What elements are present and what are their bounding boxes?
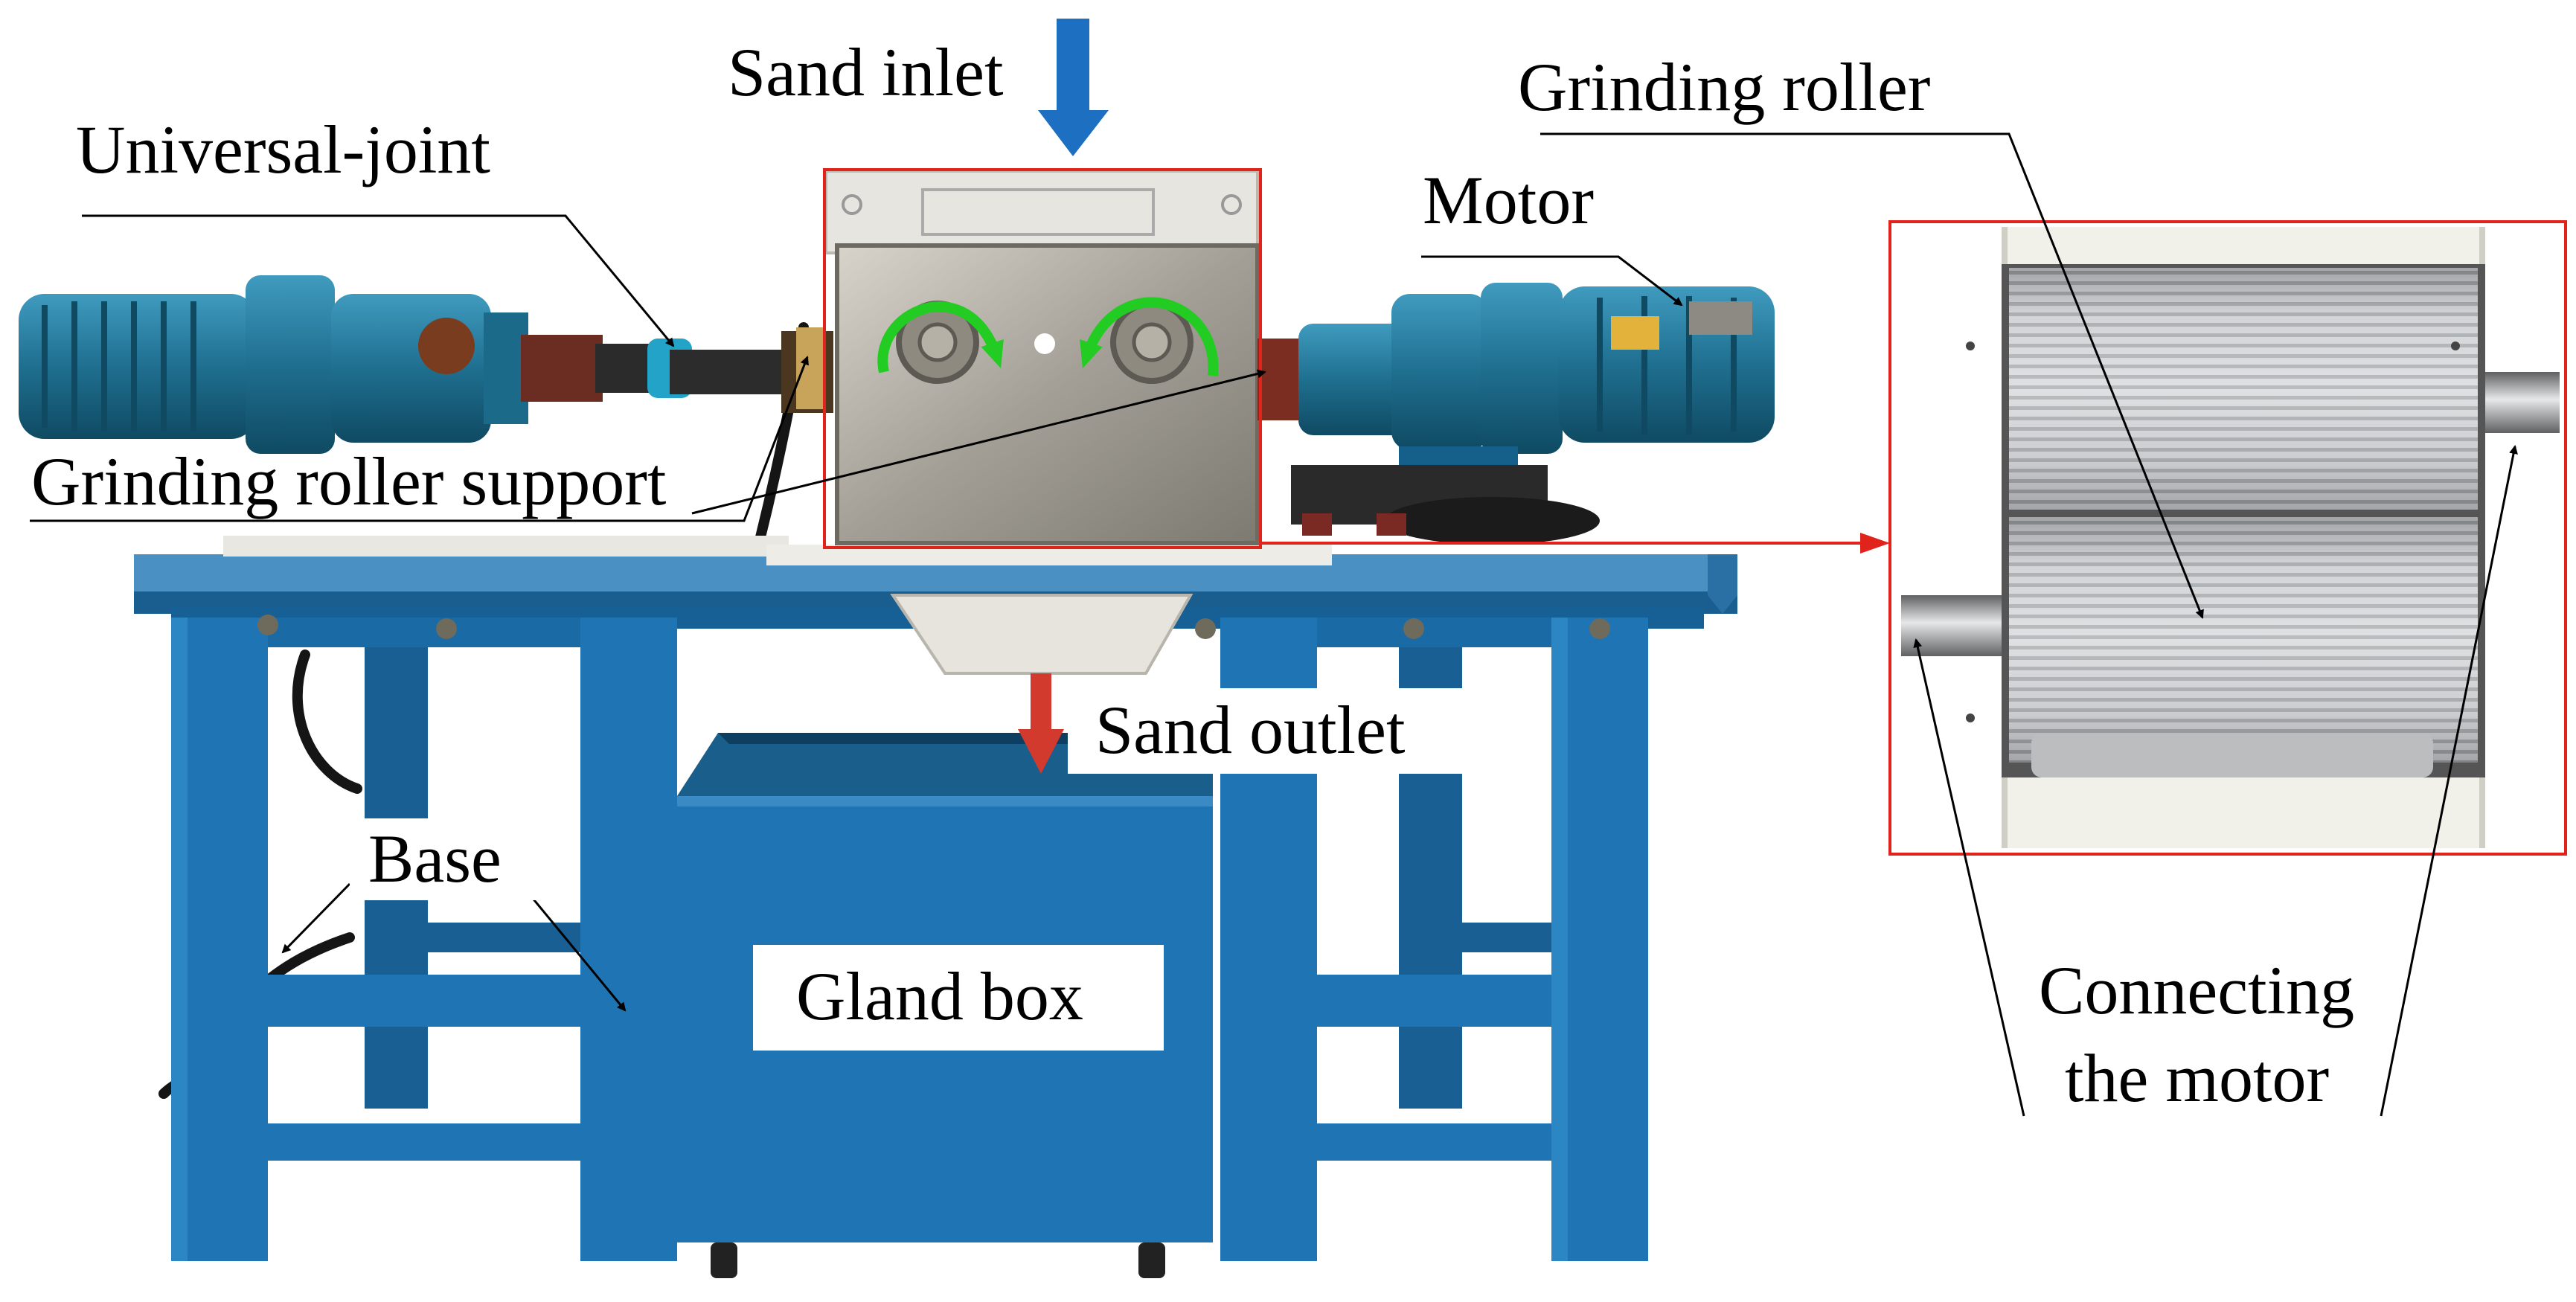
leg-front-inner-left: [580, 618, 677, 1261]
label-grinding-roller: Grinding roller: [1518, 49, 1930, 125]
sand-outlet-arrow: [1018, 673, 1064, 774]
label-connecting-the-motor-line1: Connecting: [2039, 952, 2354, 1028]
label-gland-box: Gland box: [796, 958, 1083, 1034]
label-universal-joint: Universal-joint: [76, 112, 490, 187]
leader-grinding-roller-support: [30, 356, 809, 522]
grinder-highlight-box: [823, 168, 1262, 549]
leader-motor: [1421, 255, 1683, 307]
leader-connecting-left: [1913, 638, 2025, 1117]
label-sand-inlet: Sand inlet: [728, 34, 1004, 110]
label-connecting-the-motor-line2: the motor: [2065, 1040, 2329, 1116]
label-grinding-roller-support: Grinding roller support: [31, 443, 667, 519]
label-bg-sand-outlet: [1068, 688, 1462, 774]
label-base: Base: [368, 821, 502, 897]
magnified-roller-view: [1888, 220, 2567, 856]
leader-lines: [30, 132, 2518, 1117]
outlet-hopper: [890, 594, 1194, 675]
magnify-connector-arrowhead: [1860, 533, 1890, 554]
leader-connecting-right: [2380, 445, 2518, 1117]
label-bg-gland-box: [753, 945, 1164, 1051]
left-motor-assembly: [19, 275, 528, 454]
label-sand-outlet: Sand outlet: [1095, 692, 1406, 768]
grinding-roller-support: [796, 327, 826, 409]
rotation-arrow-right: [1080, 297, 1219, 376]
leader-grinding-roller: [1540, 132, 2204, 619]
label-bg-base: [350, 818, 536, 900]
rotation-arrow-left: [877, 301, 1004, 373]
leader-universal-joint: [82, 214, 675, 347]
right-motor-assembly: [1257, 283, 1775, 545]
mounting-plate-left: [223, 536, 789, 557]
roller-shaft-right: [2485, 372, 2560, 433]
grinder-housing: [824, 170, 1260, 545]
universal-joint: [521, 331, 833, 413]
sand-inlet-arrow: [1038, 19, 1109, 156]
label-motor: Motor: [1423, 162, 1594, 238]
